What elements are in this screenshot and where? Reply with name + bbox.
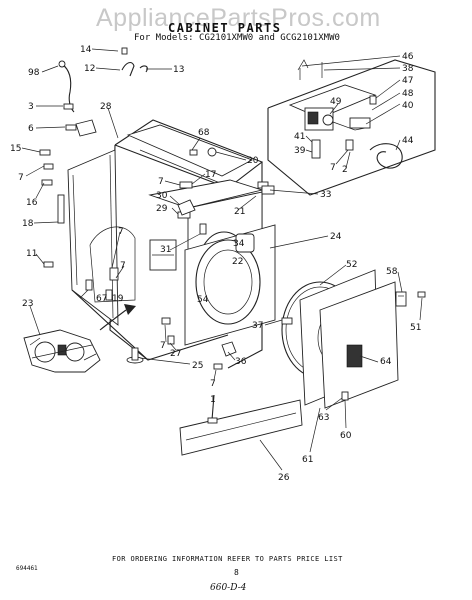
callout-7-a: 7 [18,173,24,183]
callout-37: 37 [252,321,263,331]
callout-33: 33 [320,190,331,200]
document-number: 694461 [16,565,38,572]
callout-16: 16 [26,198,38,208]
callout-48: 48 [402,89,414,99]
callout-21: 21 [234,207,245,217]
callout-51: 51 [410,323,421,333]
hardware-parts [39,47,426,424]
handwritten-note: 660-D-4 [210,583,247,593]
callout-7-e: 7 [160,341,166,351]
callout-26: 26 [278,473,290,483]
callout-98: 98 [28,68,40,78]
callout-13: 13 [173,65,184,75]
callout-34: 34 [233,239,245,249]
gas-valve-inset [267,59,436,196]
callout-23: 23 [22,299,33,309]
callout-14: 14 [80,45,92,55]
callout-67: 67 [96,294,107,304]
callout-46: 46 [402,52,414,62]
callout-7-f: 7 [210,379,216,389]
callout-44: 44 [402,136,414,146]
callout-60: 60 [340,431,352,441]
callout-1: 1 [210,395,216,405]
callout-68: 68 [198,128,210,138]
callout-52: 52 [346,260,357,270]
callout-2: 2 [342,165,348,175]
callout-20: 20 [247,156,259,166]
callout-29: 29 [156,204,168,214]
callout-41: 41 [294,132,305,142]
motor-blower-assembly [23,329,101,373]
callout-49: 49 [330,97,342,107]
door-assembly [281,269,407,409]
callout-31: 31 [160,245,171,255]
callout-64: 64 [380,357,392,367]
callout-22: 22 [232,257,243,267]
callout-7-d: 7 [120,261,126,271]
callout-18: 18 [22,219,34,229]
callout-38: 38 [402,64,414,74]
callout-63: 63 [318,413,329,423]
callout-17: 17 [205,170,216,180]
callout-47: 47 [402,76,413,86]
callout-3: 3 [28,102,34,112]
callout-6: 6 [28,124,34,134]
callout-11: 11 [26,249,37,259]
callout-12: 12 [84,64,95,74]
ordering-info-footer: FOR ORDERING INFORMATION REFER TO PARTS … [112,555,343,563]
callout-7-c: 7 [118,227,124,237]
callout-28: 28 [100,102,112,112]
leader-lines [21,48,423,471]
callout-27: 27 [170,349,181,359]
callout-54: 54 [197,295,209,305]
install-arrow [99,304,136,331]
callout-7-b: 7 [158,177,164,187]
callout-labels: 14 12 13 98 3 28 6 68 15 20 7 7 17 16 30… [10,45,421,483]
callout-36: 36 [235,357,247,367]
diagram-title: CABINET PARTS [168,21,282,35]
callout-25: 25 [192,361,203,371]
callout-30: 30 [156,191,168,201]
callout-58: 58 [386,267,398,277]
callout-15: 15 [10,144,21,154]
callout-61: 61 [302,455,313,465]
callout-19: 19 [112,294,124,304]
model-numbers: For Models: CG2101XMW0 and GCG2101XMW0 [134,33,340,43]
callout-7-g: 7 [330,163,336,173]
callout-24: 24 [330,232,342,242]
callout-39: 39 [294,146,306,156]
toe-panel [179,399,303,456]
leveling-leg [126,347,144,364]
page-number: 8 [234,568,239,577]
watermark: AppliancePartsPros.com [96,4,381,32]
callout-40: 40 [402,101,414,111]
